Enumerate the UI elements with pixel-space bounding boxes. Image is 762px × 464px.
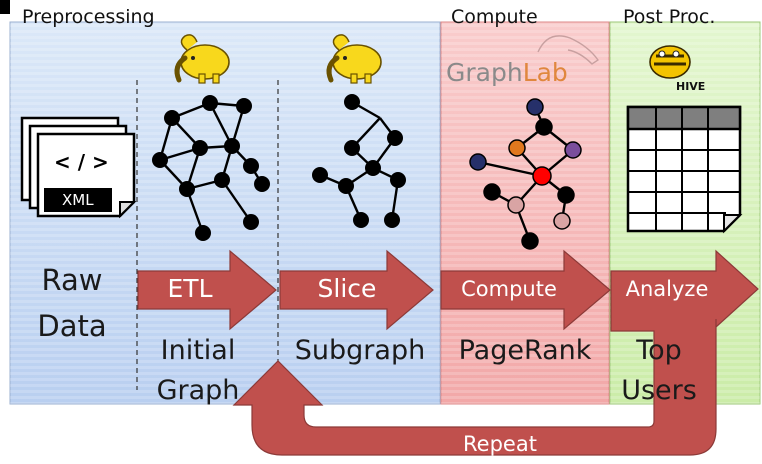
top-users-line-2: Users <box>621 375 697 406</box>
graph-node <box>243 158 259 174</box>
graph-node <box>353 212 369 228</box>
initial-graph-line-1: Initial <box>160 335 236 366</box>
graphlab-mascot-icon <box>537 35 599 65</box>
graph-node <box>214 172 230 188</box>
raw-data-line-2: Data <box>37 309 107 343</box>
hadoop-elephant-icon <box>174 34 230 84</box>
etl-arrow-label: ETL <box>167 274 213 303</box>
graph-node <box>164 110 180 126</box>
subgraph-label: Subgraph <box>294 335 426 366</box>
slice-arrow <box>279 249 434 331</box>
graphlab-logo-graph: Graph <box>446 58 523 87</box>
graph-node <box>179 181 195 197</box>
graph-node <box>557 186 575 204</box>
graph-node <box>384 212 400 228</box>
graph-node <box>344 94 360 110</box>
graph-node <box>469 153 487 171</box>
graphlab-logo-lab: Lab <box>522 58 568 87</box>
graphlab-logo: GraphLab <box>446 58 568 87</box>
post-proc-header: Post Proc. <box>623 6 716 28</box>
top-users-line-1: Top <box>636 335 682 366</box>
initial-graph-line-2: Graph <box>156 375 240 406</box>
graph-node <box>202 95 218 111</box>
hadoop-elephant-icon <box>326 34 382 84</box>
hive-logo-icon <box>649 45 691 79</box>
graph-node <box>152 152 168 168</box>
etl-arrow <box>137 249 277 331</box>
graph-node <box>365 160 381 176</box>
xml-label: XML <box>62 191 94 209</box>
repeat-arrow-label: Repeat <box>463 432 537 456</box>
pagerank-label: PageRank <box>458 335 592 366</box>
graph-node <box>338 178 354 194</box>
graph-node <box>387 130 403 146</box>
graph-node <box>508 139 526 157</box>
graph-node <box>312 167 328 183</box>
corner-mark <box>0 0 10 14</box>
compute-arrow-label: Compute <box>461 277 557 301</box>
graph-node <box>526 98 544 116</box>
graph-node <box>532 166 552 186</box>
graph-node <box>344 140 360 156</box>
graph-node <box>483 183 501 201</box>
slice-arrow-label: Slice <box>317 274 377 303</box>
analyze-repeat-arrow <box>232 249 759 456</box>
graph-node <box>390 172 406 188</box>
xml-tag-text: < / > <box>54 150 109 174</box>
compute-arrow <box>440 249 611 331</box>
top-users-label: Top Users <box>616 335 702 407</box>
raw-data-label: Raw Data <box>22 264 122 342</box>
analyze-arrow-label: Analyze <box>625 277 709 301</box>
graph-node <box>553 212 571 230</box>
graph-node <box>507 196 525 214</box>
preprocessing-header: Preprocessing <box>22 6 155 28</box>
graph-node <box>192 140 208 156</box>
graph-node <box>224 138 240 154</box>
compute-header: Compute <box>451 6 538 28</box>
raw-data-line-1: Raw <box>41 263 103 297</box>
graph-node <box>243 214 259 230</box>
graph-node <box>535 118 553 136</box>
graph-node <box>254 176 270 192</box>
initial-graph-label: Initial Graph <box>148 335 248 407</box>
graph-node <box>564 141 582 159</box>
hive-logo-text: HIVE <box>676 80 706 93</box>
graph-node <box>521 232 539 250</box>
graph-node <box>236 98 252 114</box>
graph-node <box>195 225 211 241</box>
table-document-icon <box>626 105 743 234</box>
xml-document-icon <box>20 116 137 219</box>
